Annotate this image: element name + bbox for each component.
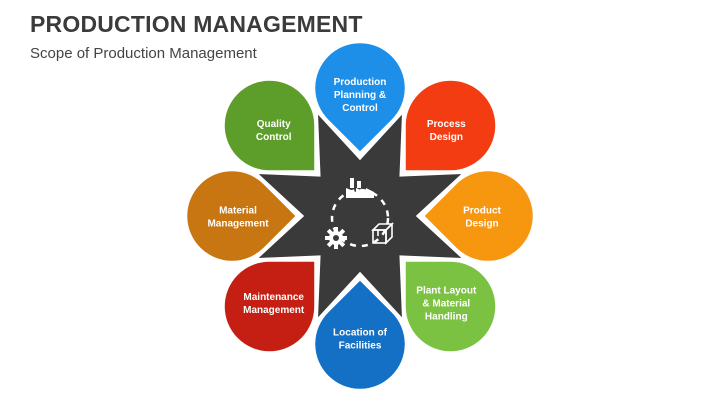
petal-shape — [421, 168, 536, 264]
central-star — [250, 106, 470, 326]
box-icon — [371, 222, 394, 245]
petal-shape — [222, 78, 317, 173]
page-subtitle: Scope of Production Management — [30, 45, 257, 62]
petal-shape — [312, 277, 408, 392]
petal-shape — [222, 259, 317, 354]
page-title: PRODUCTION MANAGEMENT — [30, 11, 363, 37]
petal-shape — [403, 259, 498, 354]
petal-shape — [403, 78, 498, 173]
dashed-cycle-arrow-icon — [330, 188, 390, 248]
center-icon-group — [325, 178, 394, 249]
petal-shape — [312, 40, 408, 155]
factory-icon — [346, 178, 374, 198]
gear-icon — [325, 227, 347, 249]
petal-shape — [184, 168, 299, 264]
